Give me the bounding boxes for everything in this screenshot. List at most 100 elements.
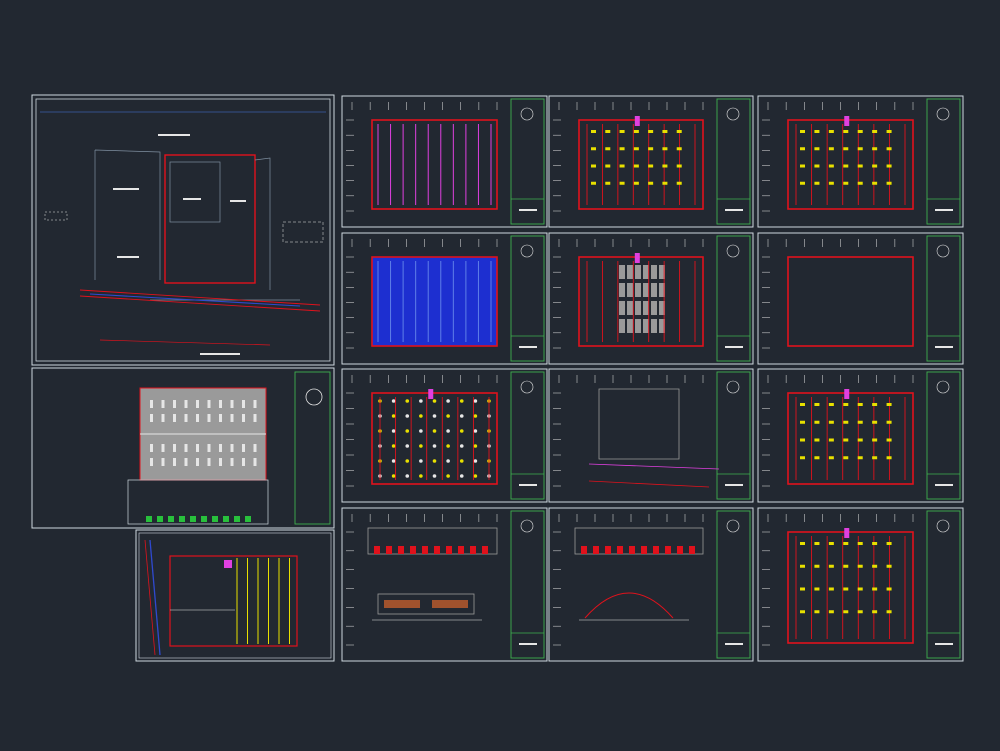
plan-fixture [828,610,834,614]
tree-symbol [212,516,218,522]
plan-fixture [800,147,805,151]
roof-vent [161,400,165,408]
roof-vent [253,414,257,422]
roof-vent [207,458,211,466]
sheet-lot-plan [135,529,335,662]
lot-road-blue [149,539,161,656]
titleblock-text [935,209,953,211]
sheet-sheet-h [548,368,754,503]
plan-fixture [886,420,892,424]
plan-dot [432,474,437,478]
plan-fixture [886,564,892,568]
roof-vent [173,458,176,466]
roof-trees [146,516,251,522]
plan-dot [419,414,423,418]
plan-fixture [828,164,834,168]
section-column [374,546,380,554]
plan-fixture [857,181,863,185]
plan-fixture [843,147,849,151]
plan-fixture [857,420,863,424]
section-column [641,546,647,554]
plan-fixture [662,130,668,133]
plan-stair [428,389,434,399]
north-arrow [726,107,740,121]
titleblock-text [519,346,537,348]
site-road [588,480,710,488]
section-arch [584,592,674,619]
plan-dot [459,414,464,418]
titleblock-text [519,209,537,211]
rack [619,301,625,315]
north-arrow [520,380,534,394]
rack [619,283,625,297]
sheet-site-plan [31,94,335,366]
sheet-border [548,95,754,228]
sheet-border [757,95,964,228]
sheet-sheet-c [757,95,964,228]
plan-fixture [843,403,849,406]
rack [659,319,665,333]
plan-fixture [814,438,820,442]
titleblock-text [725,209,743,211]
roof-vent [150,458,153,466]
plan-fixture [843,130,849,133]
rack [627,301,633,315]
roof-vent [242,400,245,408]
rack [627,265,633,279]
plan-fixture [857,130,863,133]
section-column [446,546,452,554]
plan-dot [391,474,396,478]
plan-dot [405,474,410,478]
sheet-sheet-e [548,232,754,365]
plan-fixture [814,456,820,460]
lot-marker [224,560,232,568]
plan-fixture [886,403,892,406]
roof-vent [196,458,199,466]
plan-fixture [648,147,654,151]
section-column [458,546,464,554]
roof-vent [219,444,222,452]
lot-outline [169,555,298,647]
roof-vent [150,400,153,408]
roof-vent [196,400,199,408]
plan-fixture [828,542,834,545]
roof-vent [184,414,188,422]
plan-dot [432,429,437,433]
plan-fixture [872,542,878,545]
rack [627,319,633,333]
titleblock [926,371,961,500]
section-column [470,546,476,554]
plan-dot [432,414,437,418]
plan-fixture [814,164,820,168]
site-road-red [79,289,321,312]
plan-dot [473,474,478,478]
plan-fixture [591,147,596,151]
plan-fixture [857,164,863,168]
roof-vent [207,400,211,408]
rack [651,319,657,333]
lot-road-red [144,539,156,656]
roof-vent [184,400,188,408]
sheet-sheet-i [757,368,964,503]
plan-fixture [676,130,682,133]
sheet-border [341,507,548,662]
north-arrow [936,107,950,121]
plan-wall-outline [371,256,498,347]
site-bottom-title [200,353,240,355]
sheet-grid [341,95,964,662]
site-left-label [44,211,68,221]
plan-fixture [591,181,596,185]
plan-fixture [872,147,878,151]
rack [651,301,657,315]
tree-symbol [245,516,251,522]
titleblock-text [519,484,537,486]
roof-vent [207,414,211,422]
plan-fixture [814,420,820,424]
plan-fixture [872,456,878,460]
plan-wall-outline [787,392,914,485]
plan-fixture [857,542,863,545]
section-column [665,546,671,554]
plan-fixture [857,610,863,614]
plan-fixture [605,181,611,185]
